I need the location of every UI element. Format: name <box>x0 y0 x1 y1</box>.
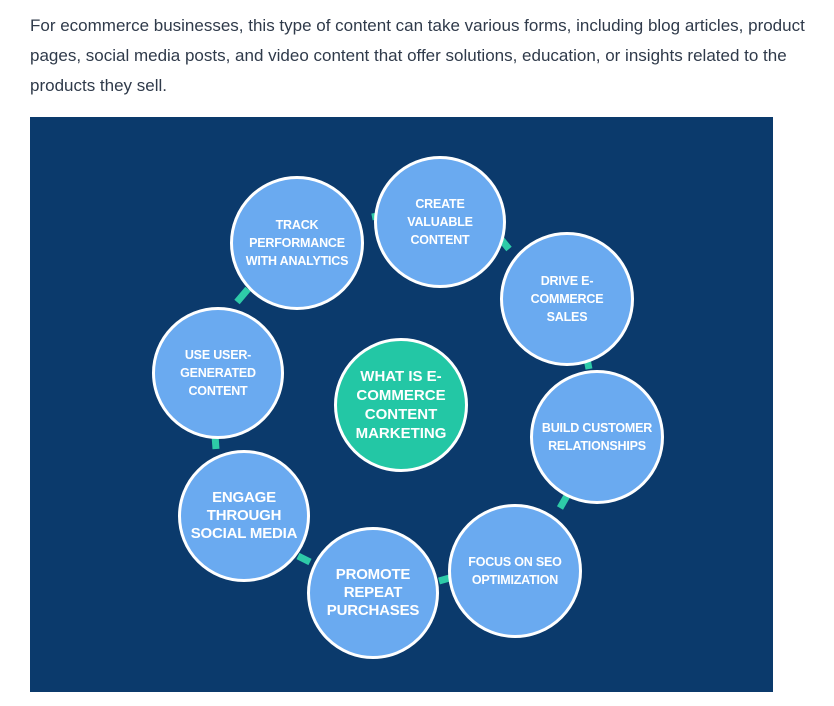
node-focus-on-seo-optimization: FOCUS ON SEO OPTIMIZATION <box>448 504 582 638</box>
node-label: FOCUS ON SEO OPTIMIZATION <box>468 555 562 587</box>
diagram-panel: WHAT IS E-COMMERCE CONTENT MARKETING CRE… <box>30 117 773 692</box>
center-node: WHAT IS E-COMMERCE CONTENT MARKETING <box>334 338 468 472</box>
node-label: PROMOTE REPEAT PURCHASES <box>326 566 420 619</box>
node-build-customer-relationships: BUILD CUSTOMER RELATIONSHIPS <box>530 370 664 504</box>
intro-paragraph: For ecommerce businesses, this type of c… <box>30 16 805 95</box>
node-drive-ecommerce-sales: DRIVE E-COMMERCE SALES <box>500 232 634 366</box>
connector-line <box>296 552 312 566</box>
node-promote-repeat-purchases: PROMOTE REPEAT PURCHASES <box>307 527 439 659</box>
node-track-performance-with-analytics: TRACK PERFORMANCE WITH ANALYTICS <box>230 176 364 310</box>
node-label: ENGAGE THROUGH SOCIAL MEDIA <box>190 489 298 542</box>
node-label: DRIVE E-COMMERCE SALES <box>530 274 604 324</box>
node-label: BUILD CUSTOMER RELATIONSHIPS <box>541 421 653 453</box>
node-label: USE USER-GENERATED CONTENT <box>180 348 256 398</box>
node-use-user-generated-content: USE USER-GENERATED CONTENT <box>152 307 284 439</box>
node-label: CREATE VALUABLE CONTENT <box>407 197 473 247</box>
node-label: TRACK PERFORMANCE WITH ANALYTICS <box>245 218 349 268</box>
center-node-label: WHAT IS E-COMMERCE CONTENT MARKETING <box>355 368 447 442</box>
connector-line <box>234 286 251 305</box>
node-engage-through-social-media: ENGAGE THROUGH SOCIAL MEDIA <box>178 450 310 582</box>
node-create-valuable-content: CREATE VALUABLE CONTENT <box>374 156 506 288</box>
